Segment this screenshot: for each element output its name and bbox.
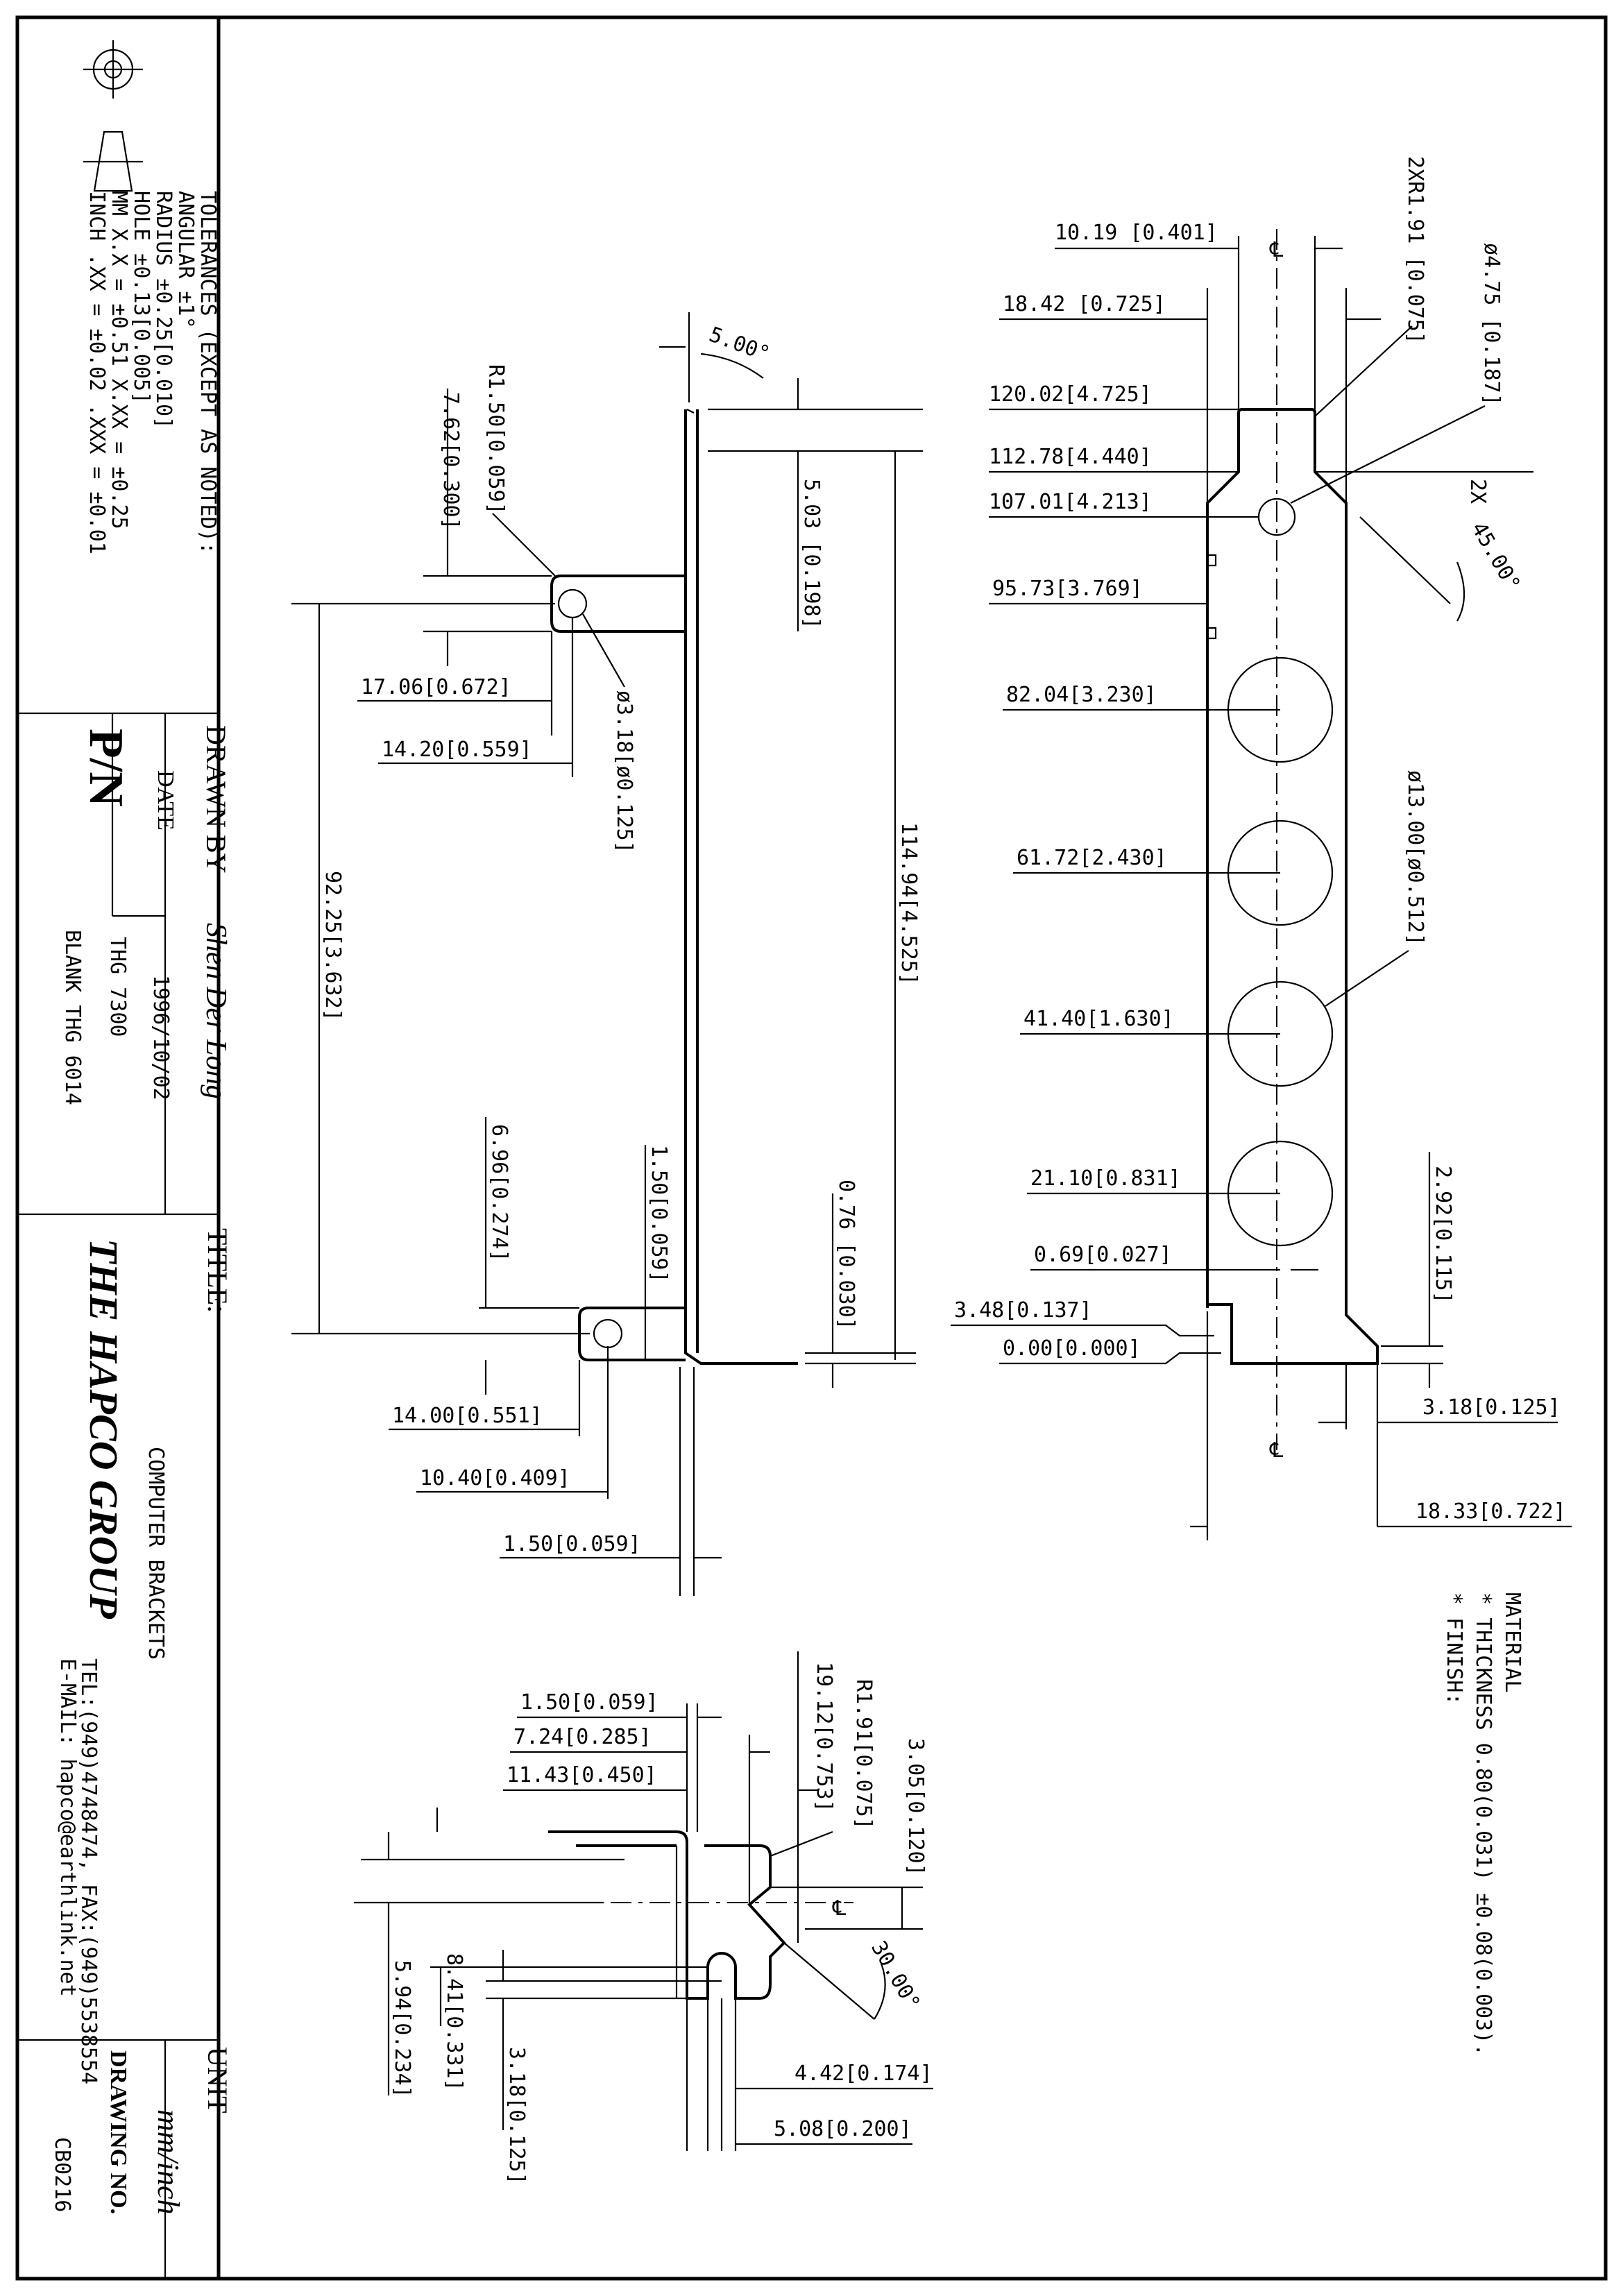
dim-bottom-d442: 4.42[0.174]: [794, 2061, 933, 2086]
centerline-icon-top: ℄: [1269, 238, 1284, 262]
drawn-by-value: Shen Der Long: [200, 923, 232, 1099]
dim-bottom-d150: 1.50[0.059]: [520, 1690, 658, 1715]
tolerance-line-2: ANGULAR ±1°: [173, 191, 198, 329]
tolerance-line-4: HOLE ±0.13[0.005]: [129, 191, 153, 404]
dim-front-d6172: 61.72[2.430]: [1017, 846, 1167, 870]
drawn-by-label: DRAWN BY: [201, 725, 232, 873]
drawing-no-value: CB0216: [50, 2137, 74, 2212]
dim-front-d10701: 107.01[4.213]: [989, 490, 1152, 514]
dim-front-angle45: 45.00°: [1466, 518, 1524, 595]
blank-value: BLANK THG 6014: [60, 930, 85, 1105]
dim-front-d8204: 82.04[3.230]: [1006, 683, 1157, 707]
drawing-no-label: DRAWING NO.: [105, 2050, 131, 2214]
dim-side-d1040: 10.40[0.409]: [420, 1466, 570, 1490]
dim-bottom-d318: 3.18[0.125]: [504, 2047, 529, 2185]
dim-bottom-r191: R1.91[0.075]: [851, 1679, 876, 1830]
dim-bottom-angle30: 30.00°: [866, 1937, 924, 2014]
dim-front-r191x2: 2XR1.91 [0.075]: [1403, 156, 1427, 344]
dim-front-hole475: ø4.75 [0.187]: [1479, 243, 1504, 406]
dim-side-d1706: 17.06[0.672]: [361, 675, 511, 699]
dim-bottom-d594: 5.94[0.234]: [390, 1960, 414, 2098]
dim-side-d503: 5.03 [0.198]: [799, 479, 824, 629]
centerline-icon-bottom-view: ℄: [832, 1896, 847, 1921]
dim-bottom-d305: 3.05[0.120]: [903, 1738, 928, 1876]
dim-side-angle: 5.00°: [706, 323, 773, 367]
dim-front-d318: 3.18[0.125]: [1422, 1395, 1561, 1420]
dim-side-d696: 6.96[0.274]: [487, 1124, 511, 1262]
company-email: E-MAIL: hapco@earthlink.net: [56, 1658, 80, 1997]
tolerance-line-3: RADIUS ±0.25[0.010]: [151, 191, 176, 429]
tolerance-line-1: TOLERANCES (EXCEPT AS NOTED):: [196, 191, 220, 554]
dim-bottom-d1912: 19.12[0.753]: [812, 1662, 836, 1812]
dim-front-d1842: 18.42 [0.725]: [1003, 292, 1166, 316]
dim-front-d1019: 10.19 [0.401]: [1055, 221, 1218, 245]
centerline-icon-bottom: ℄: [1269, 1438, 1284, 1463]
dim-side-r150: R1.50[0.059]: [484, 364, 508, 515]
dim-front-d11278: 112.78[4.440]: [989, 445, 1152, 469]
dim-front-d9573: 95.73[3.769]: [992, 577, 1143, 601]
dim-front-x2: 2X: [1465, 479, 1490, 504]
unit-label: UNIT: [202, 2047, 233, 2114]
tolerance-line-5: MM X.X = ±0.51 X.XX = ±0.25: [107, 191, 131, 529]
note-material: MATERIAL: [1500, 1592, 1524, 1693]
title-label: TITLE:: [202, 1228, 233, 1313]
dim-front-d1833: 18.33[0.722]: [1416, 1499, 1566, 1524]
dim-front-d2110: 21.10[0.831]: [1030, 1166, 1181, 1191]
dim-front-d069: 0.69[0.027]: [1034, 1243, 1172, 1267]
bottom-view: ℄ 1.50[0.059] 7.24[0.285] 11.43[0.450] 1…: [354, 1651, 933, 2185]
dim-bottom-d1143: 11.43[0.450]: [507, 1763, 657, 1787]
dim-bottom-d724: 7.24[0.285]: [513, 1725, 652, 1749]
title-value: COMPUTER BRACKETS: [144, 1447, 168, 1660]
dim-side-d150a: 1.50[0.059]: [647, 1145, 671, 1283]
dim-side-d1400: 14.00[0.551]: [392, 1404, 543, 1428]
dim-front-hole13: ø13.00[ø0.512]: [1403, 770, 1427, 946]
dim-front-d000: 0.00[0.000]: [1003, 1336, 1141, 1361]
dim-side-d150b: 1.50[0.059]: [503, 1532, 641, 1556]
dim-side-d076: 0.76 [0.030]: [834, 1180, 858, 1330]
unit-value: mm/inch: [151, 2109, 185, 2215]
note-finish: * FINISH:: [1442, 1592, 1466, 1706]
dim-side-d9225: 92.25[3.632]: [321, 871, 345, 1021]
date-value: 1996/10/02: [148, 975, 173, 1100]
front-view: ℄ ℄ 2XR1.91 [0.075] ø4.75 [0.187] 10.19 …: [951, 156, 1572, 1540]
dim-side-d762: 7.62[0.300]: [439, 392, 463, 530]
dim-bottom-d508: 5.08[0.200]: [774, 2117, 912, 2141]
pn-label: P/N: [79, 729, 133, 807]
dim-front-d4140: 41.40[1.630]: [1023, 1007, 1174, 1031]
dim-side-d1420: 14.20[0.559]: [382, 738, 532, 762]
date-label: DATE: [153, 770, 178, 831]
side-view: 5.00° R1.50[0.059] 7.62[0.300] 5.03 [0.1…: [291, 312, 923, 1596]
dim-side-d1494: 114.94[4.525]: [897, 822, 921, 985]
pn-value: THG 7300: [105, 937, 130, 1037]
company-name: THE HAPCO GROUP: [81, 1239, 126, 1619]
dim-front-d12002: 120.02[4.725]: [989, 382, 1152, 407]
company-tel: TEL:(949)4748474, FAX:(949)5538554: [76, 1658, 101, 2084]
tolerance-line-6: INCH .XX = ±0.02 .XXX = ±0.01: [85, 191, 109, 554]
dim-side-hole318: ø3.18[ø0.125]: [612, 690, 636, 853]
projection-symbol-icon: [83, 40, 143, 192]
dim-bottom-d841: 8.41[0.331]: [442, 1953, 466, 2091]
note-thickness: * THICKNESS 0.80(0.031) ±0.08(0.003).: [1471, 1592, 1495, 2056]
border-frame: [15, 15, 1608, 2281]
dim-front-d292: 2.92[0.115]: [1431, 1166, 1455, 1304]
dim-front-d348: 3.48[0.137]: [954, 1298, 1092, 1323]
